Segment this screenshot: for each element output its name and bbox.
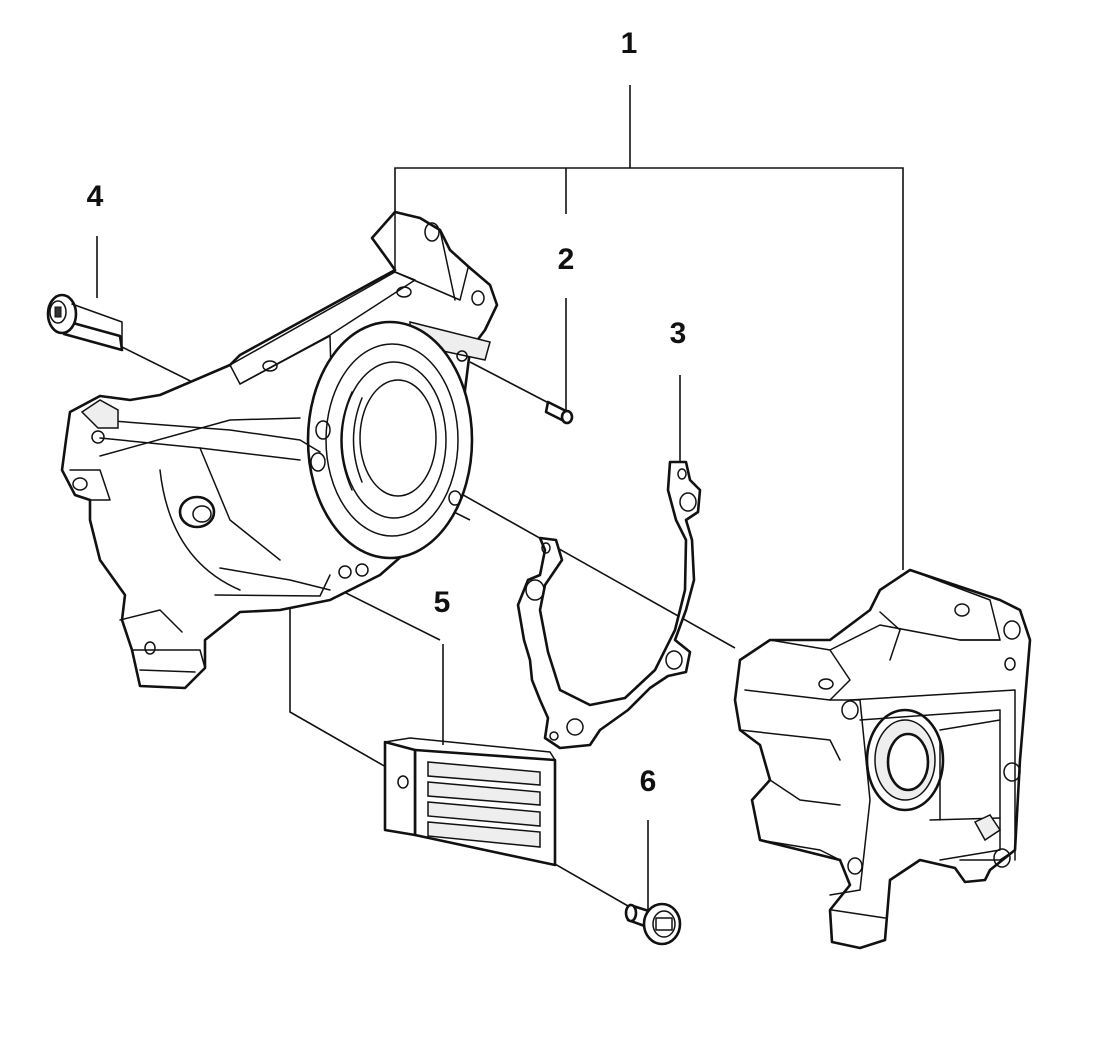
- right-crankcase-half: [733, 568, 1032, 950]
- heat-shield-ribs: [427, 761, 541, 848]
- part-3-gasket: [516, 460, 702, 750]
- leader-line-1-bracket: [394, 167, 904, 570]
- part-6-flange-screw: [624, 902, 682, 946]
- callout-number-3: 3: [670, 317, 687, 350]
- left-crankcase-half: [60, 210, 499, 690]
- callout-number-1: 1: [621, 27, 638, 60]
- part-4-socket-head-bolt: [46, 293, 124, 352]
- part-2-dowel-pin: [544, 400, 574, 425]
- callout-number-2: 2: [558, 243, 575, 276]
- callout-number-4: 4: [87, 180, 104, 213]
- callout-number-5: 5: [434, 586, 451, 619]
- assembly-axis-plate: [289, 590, 636, 911]
- callout-number-6: 6: [640, 765, 657, 798]
- part-5-heat-shield-plate: [383, 737, 557, 867]
